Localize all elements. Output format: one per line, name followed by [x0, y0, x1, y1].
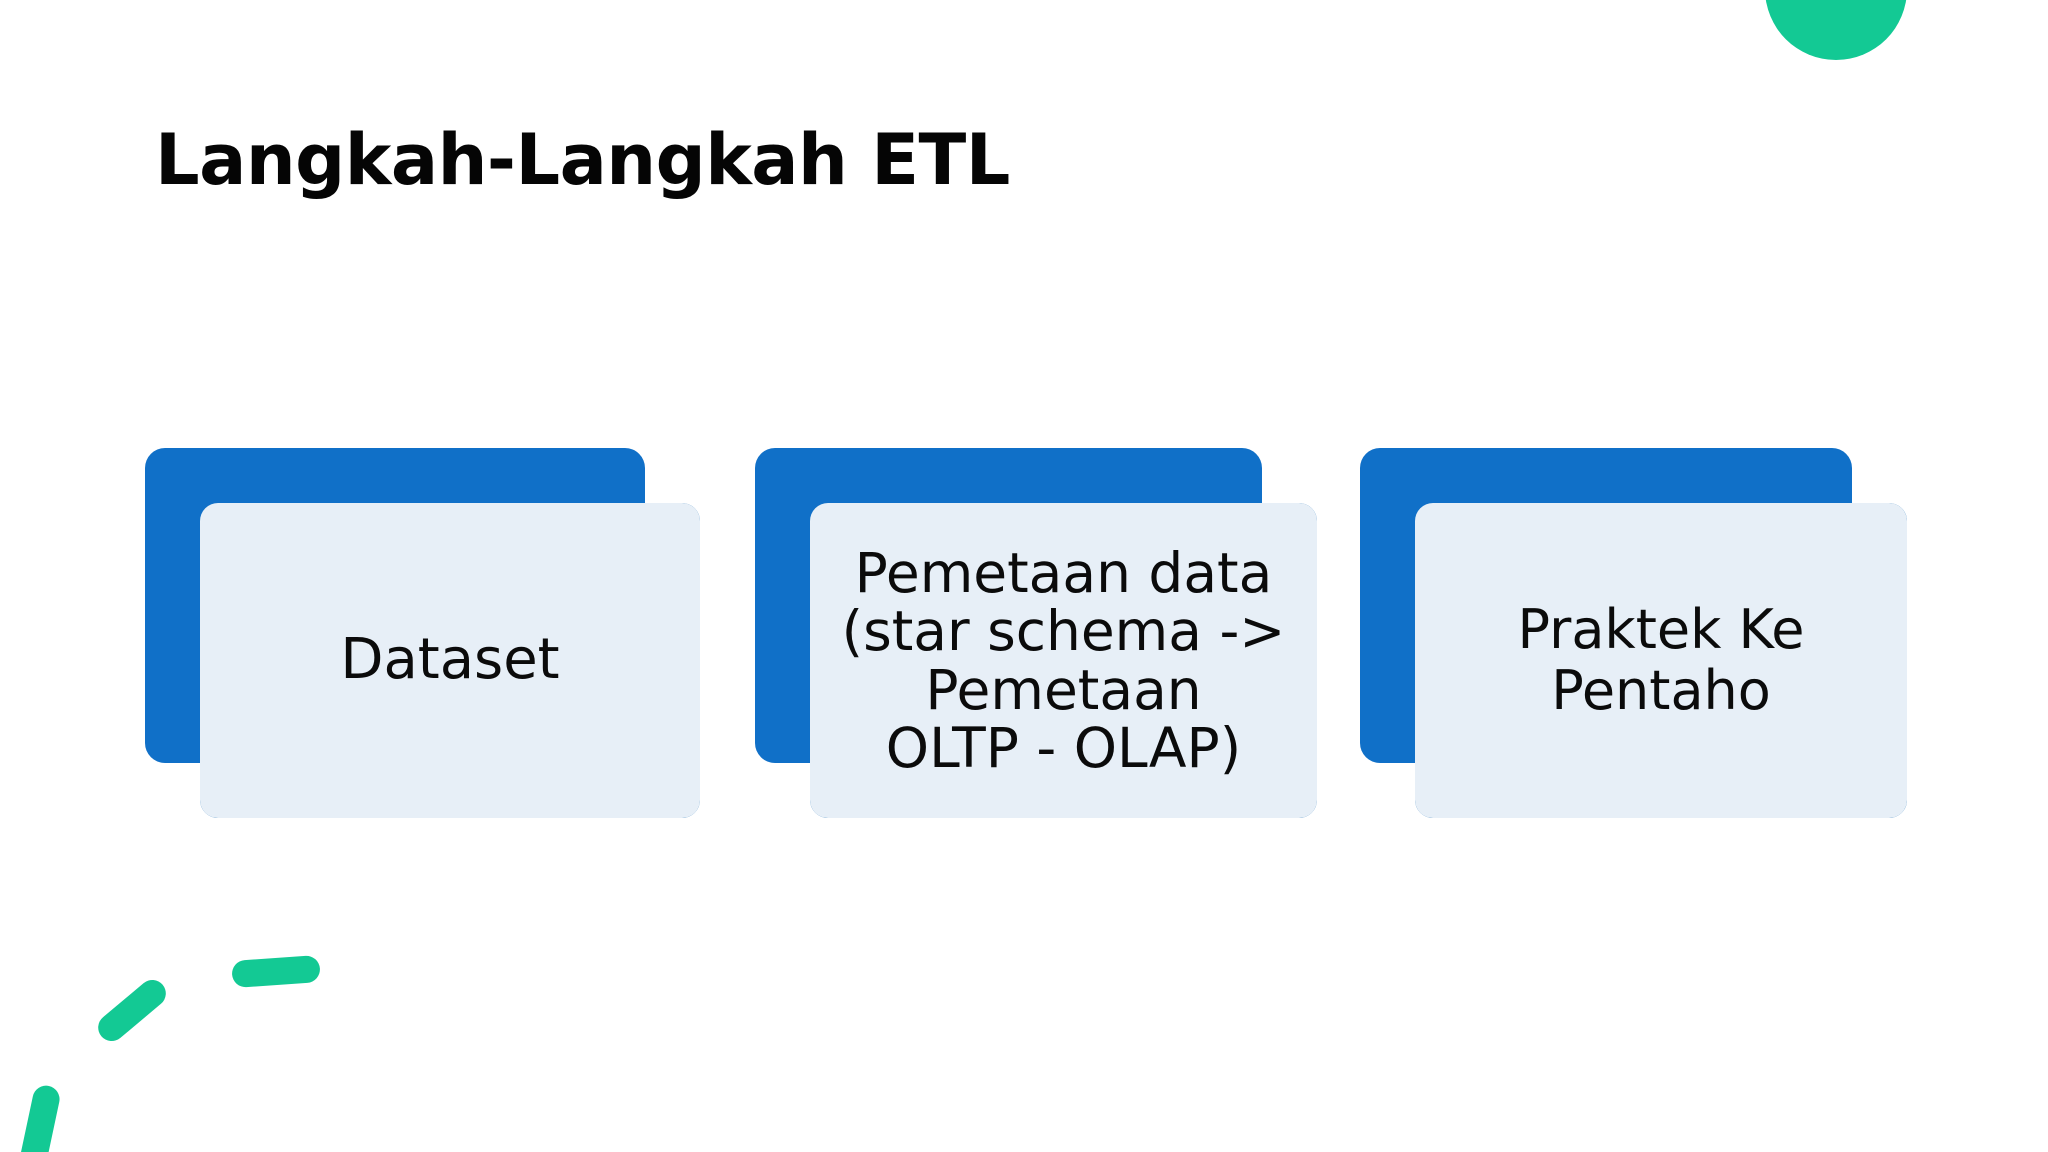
card-light-panel: [810, 503, 1317, 818]
step-card-pemetaan-data[interactable]: Pemetaan data (star schema -> Pemetaan O…: [755, 448, 1317, 818]
card-light-panel: [200, 503, 700, 818]
card-label: Pemetaan data (star schema -> Pemetaan O…: [841, 540, 1286, 780]
step-card-dataset[interactable]: Dataset: [145, 448, 700, 818]
card-light-panel: [1415, 503, 1907, 818]
green-circle-icon: [1765, 0, 1907, 60]
card-label: Praktek Ke Pentaho: [1517, 598, 1805, 722]
green-arc-dash-top-icon: [231, 954, 321, 989]
card-label: Dataset: [340, 627, 560, 693]
green-arc-dash-middle-icon: [92, 974, 172, 1047]
green-arc-dash-bottom-icon: [16, 1083, 63, 1152]
page-title: Langkah-Langkah ETL: [155, 119, 1010, 201]
step-card-praktek-ke-pentaho[interactable]: Praktek Ke Pentaho: [1360, 448, 1907, 818]
